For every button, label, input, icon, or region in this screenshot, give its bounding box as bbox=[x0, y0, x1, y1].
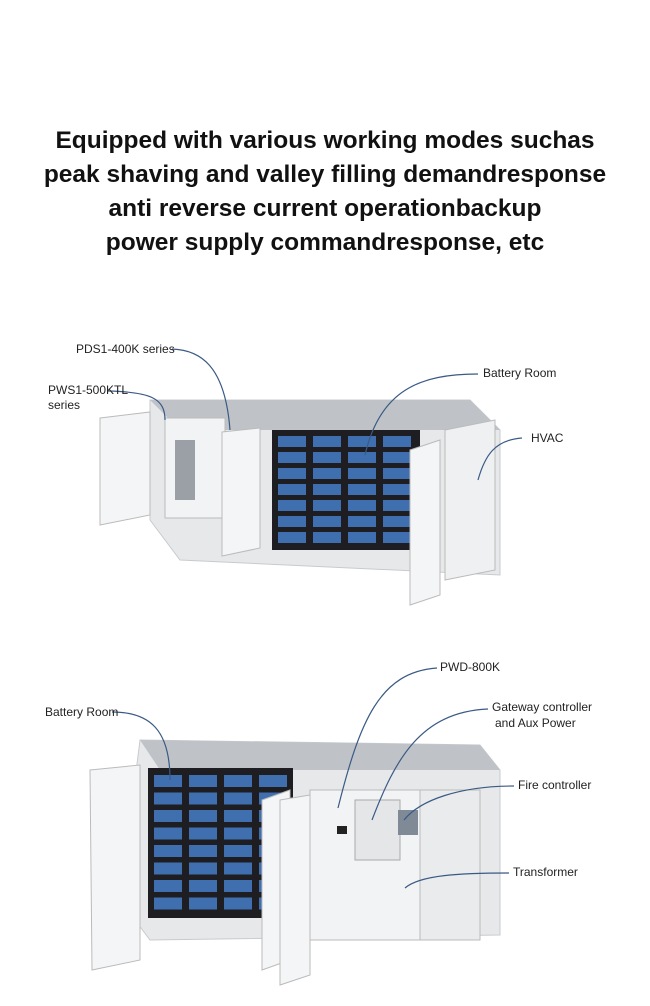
battery-cell bbox=[189, 897, 217, 910]
battery-cell bbox=[189, 775, 217, 787]
label-hvac: HVAC bbox=[531, 431, 564, 445]
battery-cell bbox=[383, 436, 411, 447]
battery-cell bbox=[383, 452, 411, 463]
label-transformer: Transformer bbox=[513, 865, 578, 879]
battery-cell bbox=[313, 468, 341, 479]
battery-cell bbox=[313, 452, 341, 463]
battery-cell bbox=[189, 827, 217, 840]
battery-cell bbox=[259, 775, 287, 787]
label-battery-room-top: Battery Room bbox=[483, 366, 557, 380]
battery-cell bbox=[313, 500, 341, 511]
battery-cell bbox=[224, 845, 252, 857]
battery-cell bbox=[313, 436, 341, 447]
battery-cell bbox=[348, 484, 376, 495]
battery-cell bbox=[224, 862, 252, 875]
battery-cell bbox=[224, 810, 252, 822]
battery-cell bbox=[154, 810, 182, 822]
battery-cell bbox=[154, 880, 182, 892]
battery-cell bbox=[154, 827, 182, 840]
label-battery-room-bottom: Battery Room bbox=[45, 705, 119, 719]
label-aux-power: and Aux Power bbox=[495, 716, 576, 730]
battery-cell bbox=[189, 862, 217, 875]
battery-cell bbox=[224, 792, 252, 805]
battery-cell bbox=[313, 484, 341, 495]
headline-line: anti reverse current operationbackup bbox=[108, 195, 542, 222]
battery-cell bbox=[189, 845, 217, 857]
headline-line: Equipped with various working modes such… bbox=[55, 127, 595, 154]
battery-cell bbox=[348, 500, 376, 511]
battery-cell bbox=[278, 452, 306, 463]
headline-line: peak shaving and valley filling demandre… bbox=[43, 161, 607, 188]
battery-cell bbox=[348, 452, 376, 463]
label-fire-controller: Fire controller bbox=[518, 778, 592, 792]
leader-lines bbox=[107, 348, 523, 889]
battery-cell bbox=[189, 880, 217, 892]
battery-cell bbox=[383, 516, 411, 527]
headline: Equipped with various working modes such… bbox=[0, 124, 650, 260]
battery-cell bbox=[313, 532, 341, 543]
battery-cell bbox=[224, 775, 252, 787]
battery-cell bbox=[348, 516, 376, 527]
battery-cell bbox=[154, 775, 182, 787]
battery-cell bbox=[154, 845, 182, 857]
battery-cell bbox=[224, 880, 252, 892]
battery-cell bbox=[348, 436, 376, 447]
top-container bbox=[99, 399, 501, 606]
battery-cell bbox=[278, 484, 306, 495]
label-gateway-controller: Gateway controller bbox=[492, 700, 593, 714]
bottom-container bbox=[89, 739, 501, 986]
battery-cell bbox=[154, 862, 182, 875]
label-pds1-400k: PDS1-400K series bbox=[76, 342, 175, 356]
label-pwd-800k: PWD-800K bbox=[440, 660, 501, 674]
battery-cell bbox=[348, 532, 376, 543]
headline-line: power supply commandresponse, etc bbox=[105, 229, 545, 256]
battery-cell bbox=[383, 532, 411, 543]
battery-cell bbox=[383, 468, 411, 479]
battery-cell bbox=[224, 897, 252, 910]
battery-cell bbox=[189, 792, 217, 805]
battery-cell bbox=[189, 810, 217, 822]
battery-cell bbox=[348, 468, 376, 479]
battery-cell bbox=[313, 516, 341, 527]
battery-cell bbox=[278, 500, 306, 511]
battery-cell bbox=[154, 792, 182, 805]
battery-cell bbox=[154, 897, 182, 910]
battery-cell bbox=[278, 436, 306, 447]
battery-cell bbox=[278, 532, 306, 543]
battery-cell bbox=[224, 827, 252, 840]
battery-cell bbox=[278, 516, 306, 527]
label-pws1-500ktl: PWS1-500KTL bbox=[48, 383, 129, 397]
battery-cell bbox=[383, 500, 411, 511]
label-pws1-500ktl-series: series bbox=[48, 398, 81, 412]
battery-cell bbox=[278, 468, 306, 479]
battery-cell bbox=[383, 484, 411, 495]
